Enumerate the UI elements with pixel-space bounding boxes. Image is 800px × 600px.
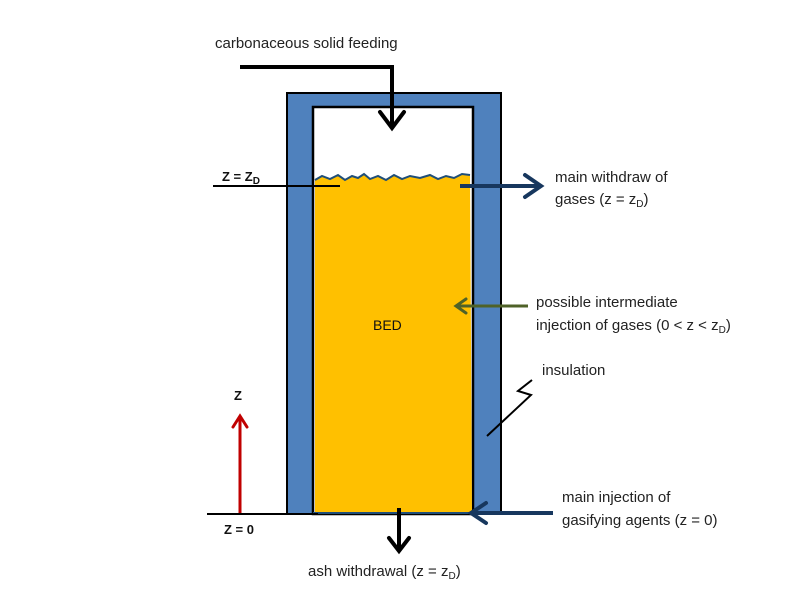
ash-withdraw-label-suffix: ) <box>455 563 461 580</box>
z-zero-label: Z = 0 <box>224 522 254 537</box>
gas-withdraw-label-suffix: ) <box>643 191 649 208</box>
gas-withdraw-label-line2: gases (z = zD) <box>555 189 649 210</box>
ash-withdraw-label-subscript: D <box>448 571 456 582</box>
intermediate-label-text: injection of gases (0 < z < z <box>536 317 719 334</box>
z-top-label-subscript: D <box>252 176 260 187</box>
injection-label-line2: gasifying agents (z = 0) <box>562 512 718 529</box>
gas-injection-arrow-head <box>467 501 488 525</box>
intermediate-label-line1: possible intermediate <box>536 294 678 311</box>
intermediate-label-subscript: D <box>718 325 726 336</box>
gas-withdraw-label-line1: main withdraw of <box>555 169 668 186</box>
feed-label: carbonaceous solid feeding <box>215 35 398 52</box>
z-axis-label: Z <box>234 388 242 403</box>
z-axis-arrow-head <box>231 413 249 429</box>
ash-withdraw-arrow-head <box>387 536 411 555</box>
bed-surface-line <box>314 172 471 182</box>
gas-withdraw-arrow-head <box>523 173 545 199</box>
injection-label-line1: main injection of <box>562 489 671 506</box>
intermediate-label-line2: injection of gases (0 < z < zD) <box>536 315 731 336</box>
feed-arrow-head <box>378 110 406 132</box>
feed-arrow-line <box>240 65 394 126</box>
ash-withdraw-label-text: ash withdrawal (z = z <box>308 563 449 580</box>
insulation-label: insulation <box>542 362 606 379</box>
intermediate-injection-arrow-head <box>453 297 468 315</box>
gas-withdraw-label-subscript: D <box>636 199 644 210</box>
bed-label: BED <box>373 317 402 333</box>
ash-withdraw-label: ash withdrawal (z = zD) <box>308 561 461 582</box>
bed-fill <box>315 174 472 513</box>
z-top-label-text: Z = Z <box>222 169 253 184</box>
gas-withdraw-label-text: gases (z = z <box>555 191 637 208</box>
z-top-label: Z = ZD <box>222 166 260 187</box>
insulation-pointer-line <box>486 379 533 437</box>
intermediate-label-suffix: ) <box>725 317 731 334</box>
